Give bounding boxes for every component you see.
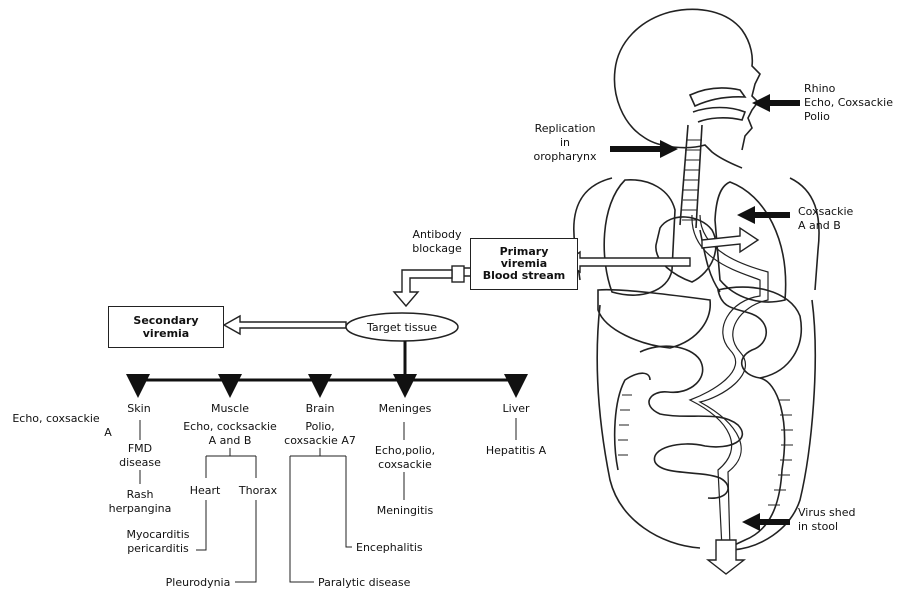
- primary-viremia-box: Primary viremia Blood stream: [470, 238, 578, 290]
- muscle-virus-label-2: A and B: [209, 434, 252, 447]
- stool-exit-arrow: [708, 540, 744, 574]
- tissue-tree: [138, 341, 516, 392]
- antibody-label: Antibody: [412, 228, 461, 241]
- nasal-cavity: [690, 88, 745, 106]
- meningitis-label: Meningitis: [377, 504, 433, 517]
- meninges-virus-label: Echo,polio,: [375, 444, 435, 457]
- antibody-block: [452, 266, 464, 282]
- target-to-secondary-arrow: [224, 316, 346, 334]
- oropharynx-label: oropharynx: [534, 150, 597, 163]
- coxsackie-lung-label-2: A and B: [798, 219, 841, 232]
- fmd-disease-label: disease: [119, 456, 161, 469]
- trachea-rings: [682, 140, 702, 220]
- encephalitis-label: Encephalitis: [356, 541, 423, 554]
- replication-arrow: [610, 140, 678, 158]
- virus-shed-label: Virus shed: [798, 506, 856, 519]
- herpangina-label: herpangina: [109, 502, 172, 515]
- pleurodynia-label: Pleurodynia: [166, 576, 231, 589]
- brain-virus-label: Polio,: [305, 420, 334, 433]
- replication-label: Replication: [535, 122, 596, 135]
- thorax-label: Thorax: [239, 484, 277, 497]
- myocarditis-label: Myocarditis: [127, 528, 190, 541]
- polio-label: Polio: [804, 110, 830, 123]
- label-pointer-arrows: [610, 94, 800, 531]
- paralytic-disease-label: Paralytic disease: [318, 576, 410, 589]
- flow-arrows: [224, 252, 690, 334]
- tissue-skin: Skin: [127, 402, 150, 415]
- tissue-brain: Brain: [306, 402, 335, 415]
- secondary-viremia-label: Secondary: [133, 314, 198, 327]
- rash-label: Rash: [127, 488, 154, 501]
- blockage-label: blockage: [412, 242, 461, 255]
- rhino-arrow: [752, 94, 800, 112]
- replication-in-label: in: [560, 136, 570, 149]
- human-body-figure: [574, 9, 819, 574]
- tissue-meninges: Meninges: [379, 402, 432, 415]
- tissue-muscle: Muscle: [211, 402, 249, 415]
- colon-segments: [618, 395, 793, 505]
- skin-virus-label-2: A: [104, 426, 112, 439]
- left-lung: [604, 180, 675, 295]
- secondary-viremia-label-2: viremia: [143, 327, 189, 340]
- echo-coxsackie-label: Echo, Coxsackie: [804, 96, 893, 109]
- heart-to-lung-arrow: [702, 228, 758, 252]
- tissue-liver: Liver: [503, 402, 530, 415]
- small-intestine: [640, 346, 742, 498]
- blood-stream-label: Blood stream: [483, 270, 566, 282]
- in-stool-label: in stool: [798, 520, 838, 533]
- liver: [598, 290, 710, 348]
- heart: [656, 217, 716, 282]
- fmd-label: FMD: [128, 442, 152, 455]
- brain-virus-label-2: coxsackie A7: [284, 434, 356, 447]
- rhino-label: Rhino: [804, 82, 835, 95]
- meninges-virus-label-2: coxsackie: [378, 458, 432, 471]
- virus-route-outer: [690, 215, 760, 548]
- secondary-viremia-box: Secondary viremia: [108, 306, 224, 348]
- liver-virus-label: Hepatitis A: [486, 444, 546, 457]
- body-outline: [574, 178, 819, 290]
- muscle-virus-label: Echo, cocksackie: [183, 420, 277, 433]
- target-tissue-label: Target tissue: [367, 321, 437, 334]
- coxsackie-lung-label: Coxsackie: [798, 205, 853, 218]
- heart-label: Heart: [190, 484, 221, 497]
- skin-virus-label: Echo, coxsackie: [12, 412, 99, 425]
- mouth-cavity: [693, 108, 745, 123]
- antibody-to-target-pipe: [394, 270, 452, 306]
- pericarditis-label: pericarditis: [127, 542, 189, 555]
